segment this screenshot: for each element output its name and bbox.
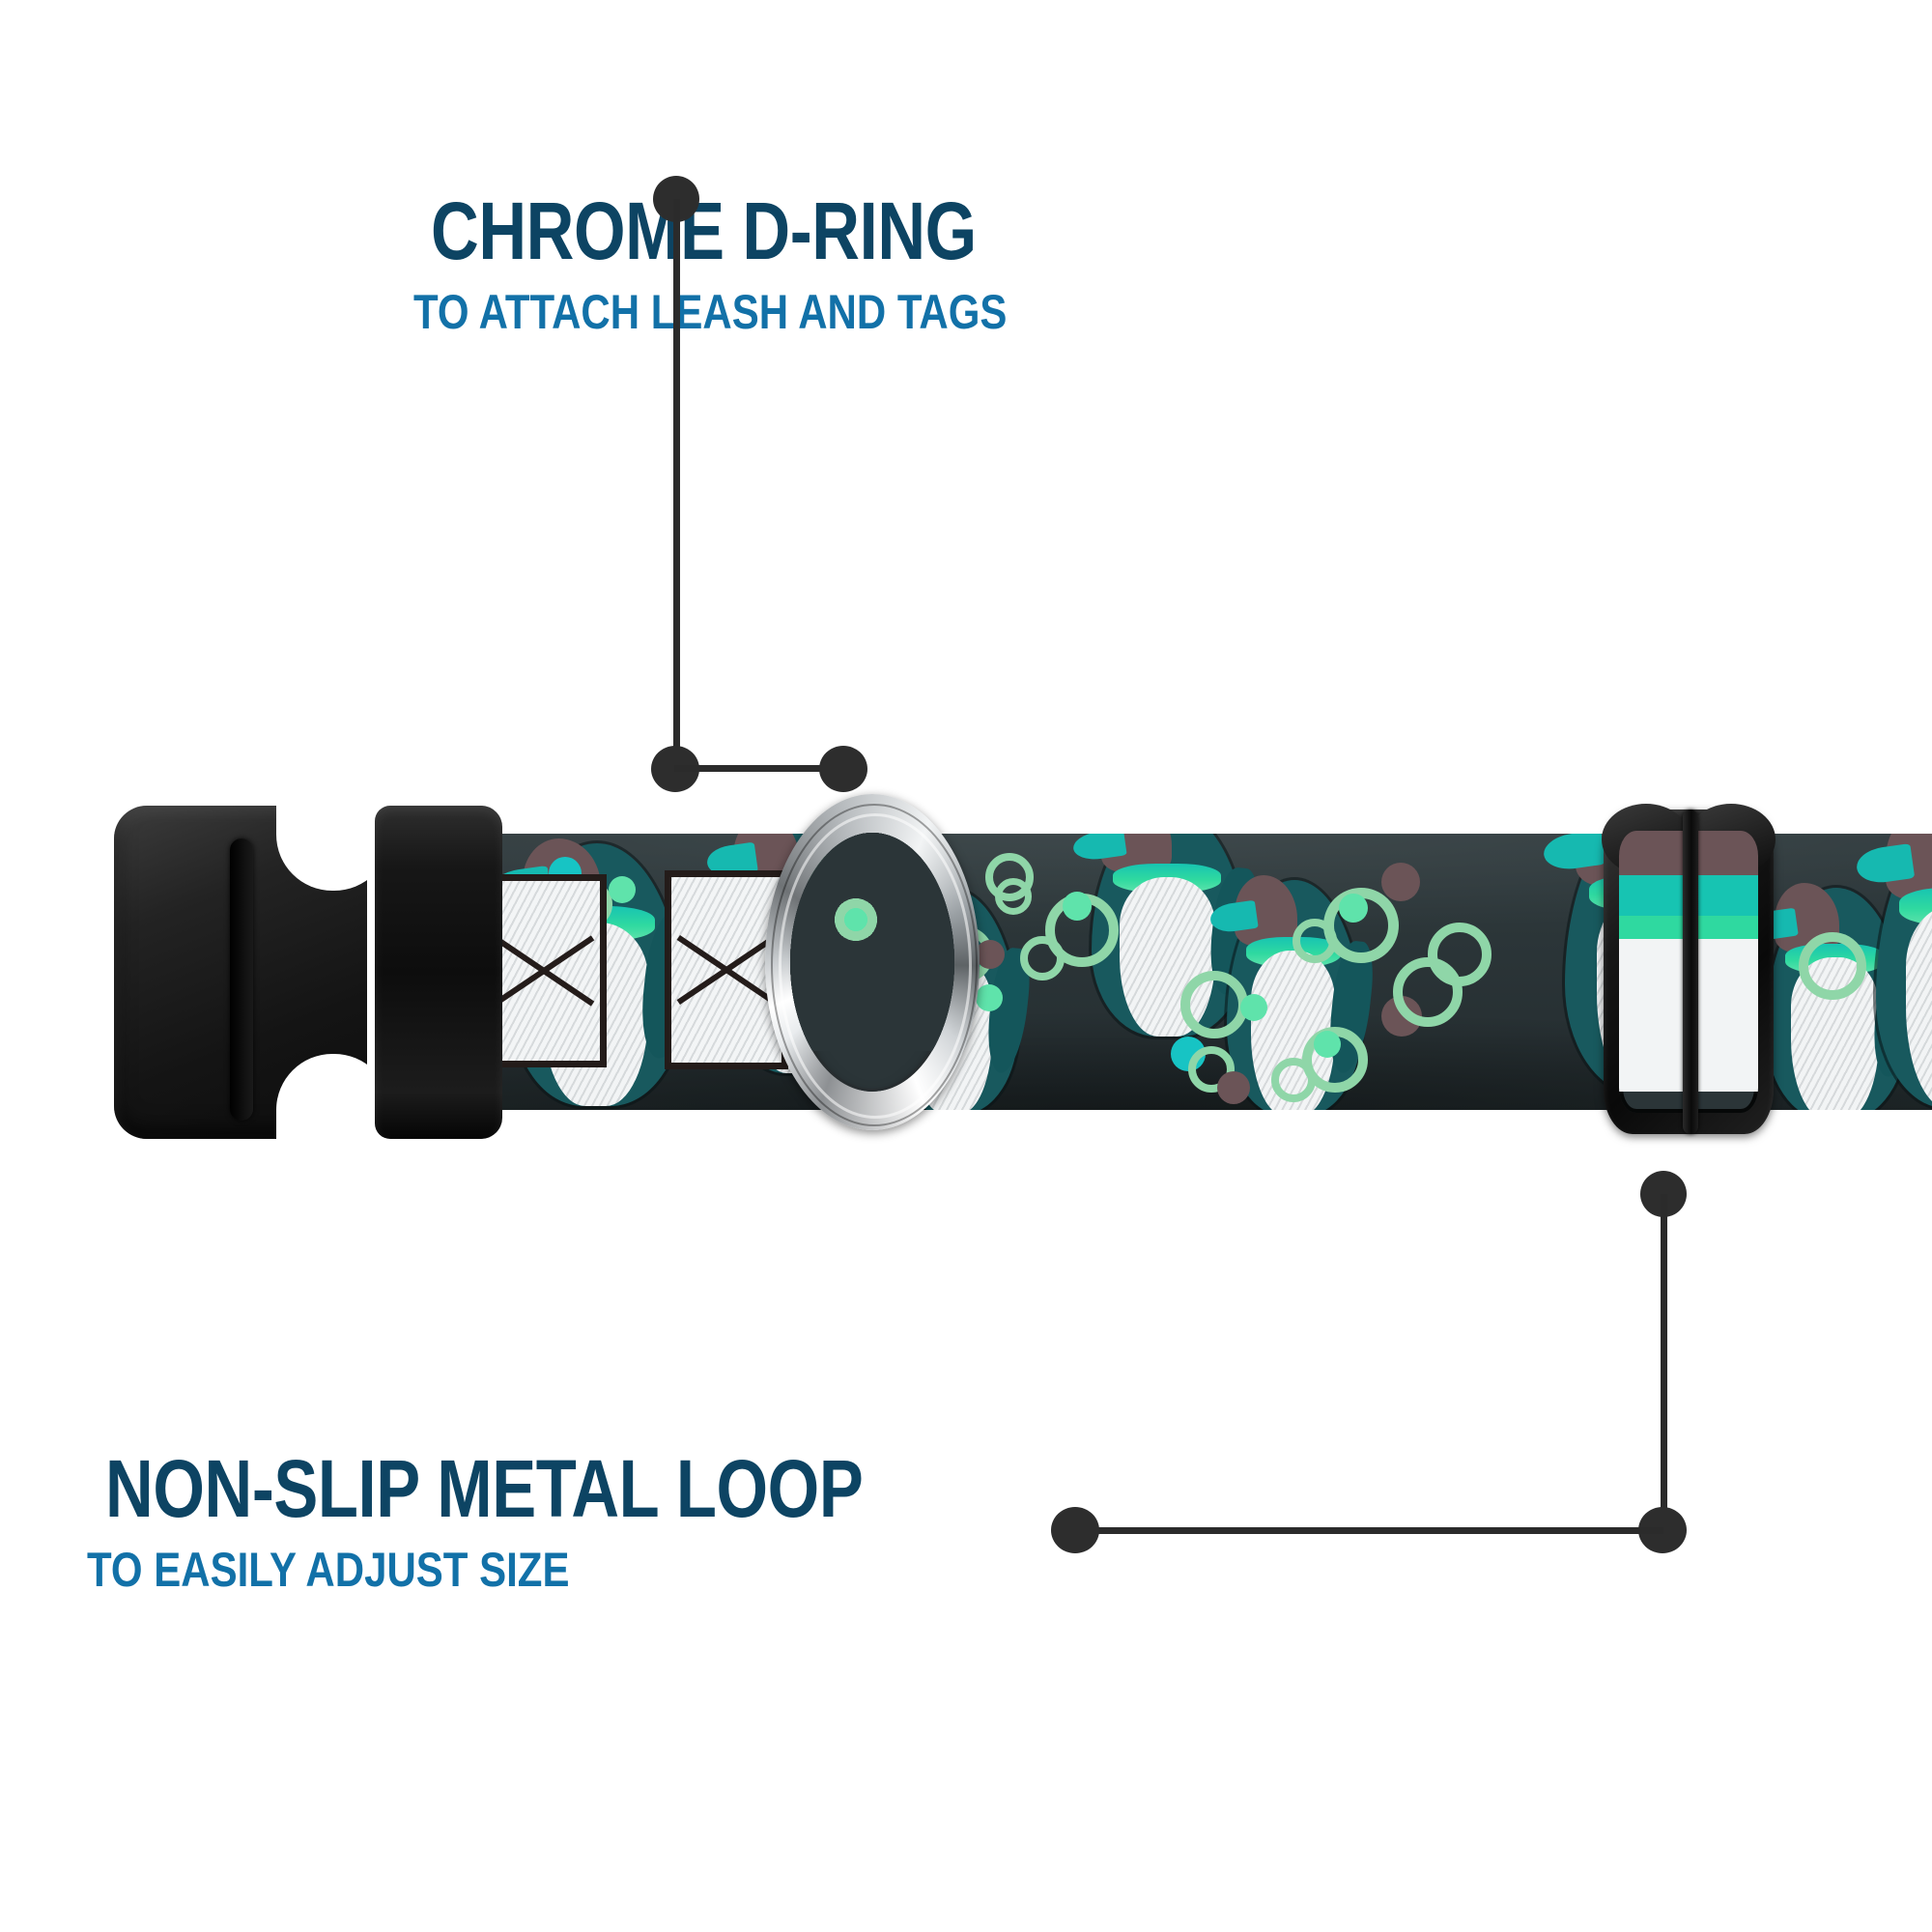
- bubble-motif: [1314, 1031, 1341, 1058]
- penguin-motif: [1854, 834, 1932, 1108]
- buckle-arm: [375, 806, 502, 1139]
- leader-segment-top-vertical: [673, 199, 680, 771]
- callout-subline-non-slip-metal-loop: TO EASILY ADJUST SIZE: [87, 1543, 570, 1598]
- bubble-motif: [1188, 1046, 1235, 1093]
- callout-subline-chrome-d-ring: TO ATTACH LEASH AND TAGS: [413, 285, 1008, 340]
- bubble-motif: [609, 876, 636, 903]
- bubble-motif: [1240, 994, 1267, 1021]
- bubble-motif: [1393, 957, 1463, 1027]
- leader-dot-top-target: [819, 746, 867, 792]
- chrome-d-ring: [765, 794, 980, 1130]
- leader-segment-bottom-horizontal: [1074, 1527, 1663, 1534]
- bubble-motif: [1799, 932, 1866, 1000]
- bubble-motif: [1063, 892, 1092, 921]
- box-stitch: [665, 870, 788, 1069]
- bubble-motif: [1293, 919, 1337, 963]
- side-release-buckle: [85, 798, 539, 1146]
- bubble-motif: [1180, 971, 1248, 1038]
- d-ring-aperture-strap: [790, 833, 954, 1051]
- callout-non-slip-metal-loop: NON-SLIP METAL LOOP TO EASILY ADJUST SIZ…: [87, 1443, 1921, 1594]
- buckle-slot: [230, 838, 253, 1121]
- metal-tri-glide-loop: [1602, 804, 1776, 1134]
- bubble-motif: [976, 984, 1003, 1011]
- bubble-motif: [1020, 936, 1065, 980]
- leader-segment-top-horizontal: [674, 765, 848, 772]
- bubble-motif: [1381, 863, 1420, 901]
- bubble-motif: [1339, 894, 1368, 923]
- bubble-motif: [995, 878, 1032, 915]
- bubble-motif: [1217, 1071, 1250, 1104]
- callout-headline-non-slip-metal-loop: NON-SLIP METAL LOOP: [105, 1443, 864, 1534]
- d-ring-aperture: [790, 833, 954, 1092]
- bubble-motif: [1271, 1058, 1316, 1102]
- callout-headline-chrome-d-ring: CHROME D-RING: [431, 185, 977, 276]
- loop-center-bar: [1683, 810, 1698, 1134]
- leader-dot-bottom-target: [1051, 1507, 1099, 1553]
- buckle-arm-hole: [406, 840, 498, 1105]
- bubble-motif: [1302, 1027, 1368, 1093]
- bubble-motif: [976, 940, 1005, 969]
- leader-segment-bottom-vertical: [1661, 1194, 1667, 1532]
- callout-chrome-d-ring: CHROME D-RING TO ATTACH LEASH AND TAGS: [413, 185, 1932, 336]
